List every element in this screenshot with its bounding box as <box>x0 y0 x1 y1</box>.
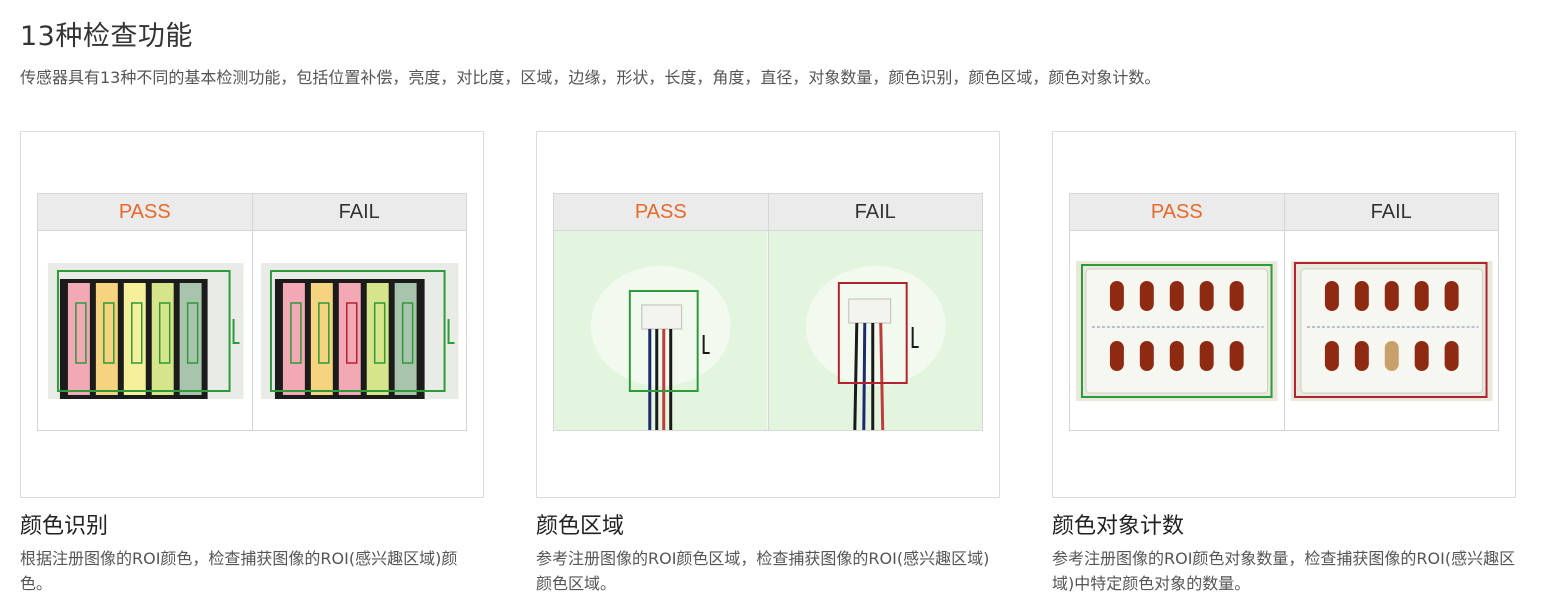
demo-body <box>554 231 982 430</box>
feature-image-color-identification: PASS FAIL <box>20 131 484 498</box>
feature-image-color-area: PASS FAIL <box>536 131 1000 498</box>
demo-body <box>1070 231 1498 430</box>
fail-sample-image <box>253 231 467 430</box>
demo-header: PASS FAIL <box>38 194 466 231</box>
fail-label: FAIL <box>1370 200 1412 223</box>
feature-card-color-object-count: PASS FAIL <box>1052 131 1516 596</box>
pass-label: PASS <box>1070 194 1285 230</box>
feature-description: 参考注册图像的ROI颜色对象数量，检查捕获图像的ROI(感兴趣区域)中特定颜色对… <box>1052 549 1516 593</box>
page-subtitle: 传感器具有13种不同的基本检测功能，包括位置补偿，亮度，对比度，区域，边缘，形状… <box>20 68 1161 87</box>
fail-label: FAIL <box>338 200 380 223</box>
feature-title: 颜色对象计数 <box>1052 514 1185 539</box>
feature-description: 根据注册图像的ROI颜色，检查捕获图像的ROI(感兴趣区域)颜色。 <box>20 549 458 593</box>
feature-card-color-area: PASS FAIL <box>536 131 1000 596</box>
demo-header: PASS FAIL <box>554 194 982 231</box>
page-title: 13种检查功能 <box>20 21 193 52</box>
feature-description: 参考注册图像的ROI颜色区域，检查捕获图像的ROI(感兴趣区域)颜色区域。 <box>536 549 990 593</box>
fail-sample-image <box>768 231 982 430</box>
feature-image-color-object-count: PASS FAIL <box>1052 131 1516 498</box>
feature-title: 颜色识别 <box>20 514 109 539</box>
fail-label: FAIL <box>854 200 896 223</box>
feature-card-color-identification: PASS FAIL <box>20 131 484 596</box>
pass-label: PASS <box>554 194 769 230</box>
pass-fail-demo: PASS FAIL <box>37 193 467 431</box>
pass-sample-image <box>1070 231 1285 430</box>
demo-header: PASS FAIL <box>1070 194 1498 231</box>
feature-title: 颜色区域 <box>536 514 625 539</box>
fail-sample-image <box>1285 231 1499 430</box>
pass-sample-image <box>554 231 769 430</box>
demo-body <box>38 231 466 430</box>
pass-fail-demo: PASS FAIL <box>553 193 983 431</box>
pass-sample-image <box>38 231 253 430</box>
pass-fail-demo: PASS FAIL <box>1069 193 1499 431</box>
pass-label: PASS <box>38 194 253 230</box>
